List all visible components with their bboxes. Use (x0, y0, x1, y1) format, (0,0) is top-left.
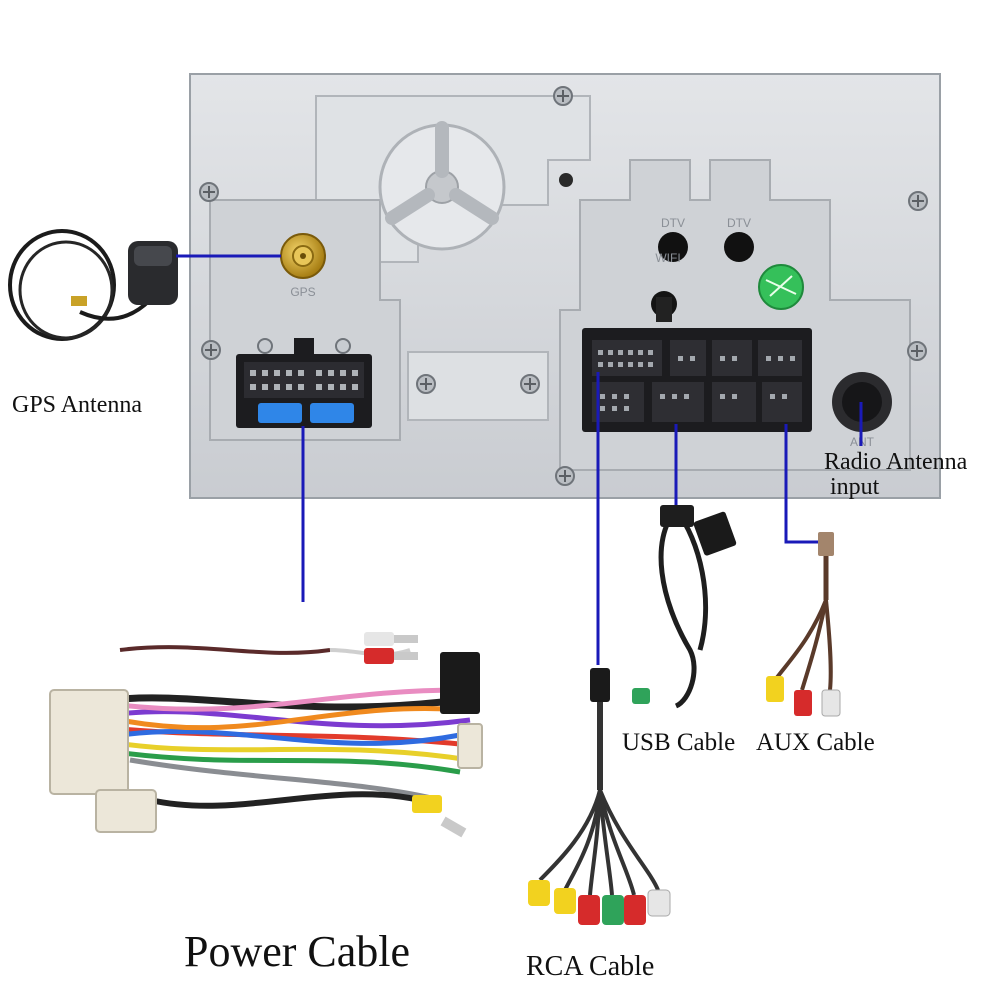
power-cable-label: Power Cable (184, 927, 411, 976)
screw-icon (520, 374, 540, 394)
leader-lines (176, 254, 863, 665)
gps-antenna (8, 229, 178, 341)
leader-line-aux (784, 424, 818, 544)
power-cable-harness (49, 632, 483, 838)
screw-icon (416, 374, 436, 394)
harness-plug-white (49, 689, 129, 795)
screw-icon (555, 466, 575, 486)
rca-cable-label: RCA Cable (526, 951, 655, 982)
fuse-icon (310, 403, 354, 423)
harness-plug-black (440, 652, 480, 714)
power-connector (236, 338, 372, 428)
dtv-port-left-label: DTV (661, 216, 685, 230)
harness-plug-white (95, 789, 157, 833)
wifi-port: WIFI (651, 251, 681, 322)
usb-cable-label: USB Cable (622, 729, 736, 756)
gps-port: GPS (280, 233, 326, 299)
dtv-port-right: DTV (724, 216, 754, 262)
fuse-icon (258, 403, 302, 423)
gps-antenna-label: GPS Antenna (12, 392, 143, 418)
screw-icon (201, 340, 221, 360)
screw-icon (907, 341, 927, 361)
screw-icon (908, 191, 928, 211)
dtv-port-right-label: DTV (727, 216, 751, 230)
radio-antenna-label: Radio Antenna input (824, 450, 967, 500)
wifi-port-label: WIFI (655, 251, 680, 265)
usb-cable (632, 505, 737, 709)
screw-icon (199, 182, 219, 202)
aux-cable (766, 532, 841, 717)
radio-antenna-label-line1: Radio Antenna (824, 449, 968, 475)
aux-cable-label: AUX Cable (756, 729, 875, 756)
multi-pin-connector-block (582, 328, 812, 432)
gps-port-label: GPS (290, 285, 315, 299)
radio-antenna-label-line2: input (830, 474, 880, 500)
dtv-port-left: DTV (658, 216, 688, 262)
rca-plug-icon (412, 795, 467, 838)
screw-icon (553, 86, 573, 106)
head-unit-back-panel: GPS DTV DTV (189, 73, 941, 499)
rca-cable (528, 668, 671, 925)
rca-plug-icon (364, 632, 418, 664)
